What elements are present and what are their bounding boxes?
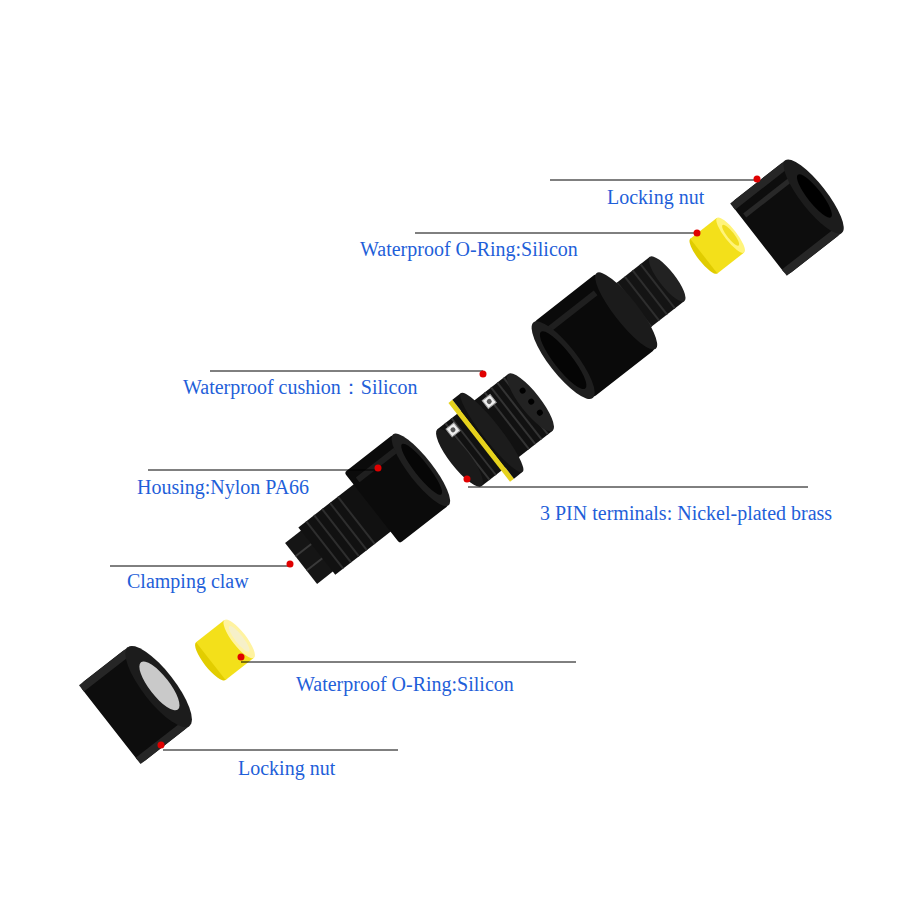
housing-bottom xyxy=(273,427,458,599)
o-ring-bottom-part xyxy=(219,616,260,662)
locking-nut-bottom-part xyxy=(115,637,202,736)
terminal-block xyxy=(421,357,569,504)
housing-bottom-part xyxy=(396,440,446,499)
leader-lines-part xyxy=(110,566,290,567)
locking-nut-top xyxy=(730,152,852,276)
housing-bottom-part xyxy=(356,448,398,482)
leader-lines-part xyxy=(163,750,398,751)
terminal-block-part xyxy=(518,386,526,394)
part-label: Locking nut xyxy=(607,185,704,209)
o-ring-top-part xyxy=(720,223,742,248)
housing-bottom-part xyxy=(384,427,458,513)
leader-dots-part xyxy=(694,230,701,237)
terminal-block-part xyxy=(486,398,493,405)
terminal-block-part xyxy=(437,374,552,486)
part-label: Waterproof cushion：Silicon xyxy=(183,375,417,399)
part-label: 3 PIN terminals: Nickel-plated brass xyxy=(540,501,832,525)
leader-dots-part xyxy=(754,176,761,183)
locking-nut-top-part xyxy=(782,226,842,275)
housing-top-part xyxy=(546,291,597,333)
leader-dots-part xyxy=(158,742,165,749)
leader-lines-part xyxy=(468,487,808,488)
terminal-block-part xyxy=(449,426,456,433)
housing-top xyxy=(523,236,703,406)
part-label: Waterproof O-Ring:Silicon xyxy=(296,672,514,696)
terminal-block-part xyxy=(500,368,560,437)
housing-top-part xyxy=(587,266,665,356)
leader-lines-part xyxy=(415,233,695,234)
locking-nut-top-part xyxy=(743,177,793,218)
housing-bottom-part xyxy=(296,544,312,556)
leader-lines-part xyxy=(550,180,757,181)
leader-dots-part xyxy=(238,654,245,661)
leader-dots-part xyxy=(375,465,382,472)
leader-dots-part xyxy=(287,561,294,568)
housing-bottom-part xyxy=(307,558,323,570)
housing-top-part xyxy=(644,252,691,306)
part-label: Clamping claw xyxy=(127,569,249,593)
locking-nut-top-part xyxy=(775,152,852,241)
o-ring-bottom-part xyxy=(226,624,252,654)
locking-nut-bottom xyxy=(79,637,202,764)
part-label: Housing:Nylon PA66 xyxy=(137,475,309,499)
leader-dots-part xyxy=(464,476,471,483)
locking-nut-bottom-part xyxy=(133,656,186,716)
terminal-block-part xyxy=(527,397,535,405)
terminal-block-part xyxy=(536,409,544,417)
locking-nut-top-part xyxy=(792,170,836,221)
part-label: Locking nut xyxy=(238,756,335,780)
leader-dots xyxy=(158,176,761,749)
o-ring-top-part xyxy=(712,214,749,256)
leader-lines-part xyxy=(241,662,576,663)
part-label: Waterproof O-Ring:Silicon xyxy=(360,237,578,261)
o-ring-bottom-part xyxy=(196,620,254,680)
locking-nut-bottom-part xyxy=(79,647,133,691)
housing-top-part xyxy=(534,326,593,394)
o-ring-top xyxy=(686,214,749,277)
leader-lines-part xyxy=(148,470,378,471)
terminal-block-part xyxy=(446,423,460,437)
leader-lines xyxy=(110,180,808,750)
leader-lines-part xyxy=(210,371,483,372)
terminal-block-part xyxy=(482,394,496,408)
o-ring-bottom xyxy=(191,616,260,685)
leader-dots-part xyxy=(480,371,487,378)
terminal-block-part xyxy=(454,388,530,478)
